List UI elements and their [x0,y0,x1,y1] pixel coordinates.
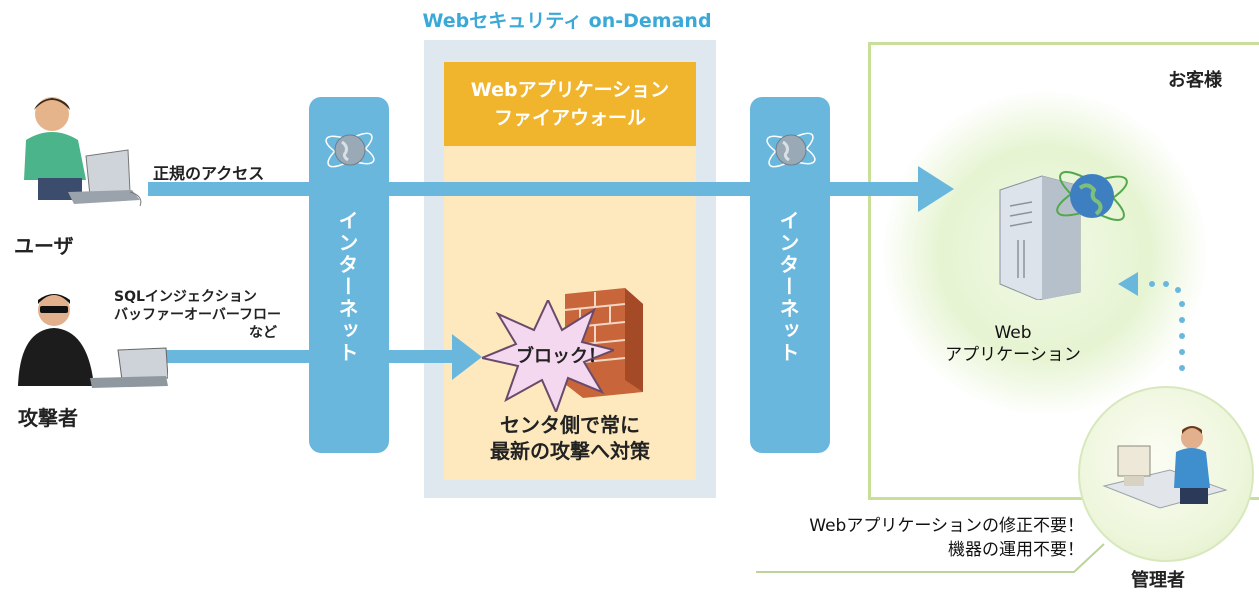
attack-type-buffer: バッファーオーバーフロー [114,307,282,323]
waf-caption: センタ側で常に 最新の攻撃へ対策 [444,412,696,464]
attack-arrow-head [452,334,482,380]
admin-note: Webアプリケーションの修正不要！ 機器の運用不要！ [758,514,1084,562]
admin-label: 管理者 [1131,570,1185,591]
waf-caption-line2: 最新の攻撃へ対策 [490,439,650,463]
internet-left-label: インターネット [335,210,359,364]
user-icon [24,97,142,207]
admin-icon [1102,426,1228,509]
attacker-icon [18,294,168,388]
attacker-label: 攻撃者 [18,406,78,430]
server-label-line2: アプリケーション [945,345,1081,365]
globe-icon [325,132,375,168]
waf-header-line2: ファイアウォール [493,107,646,129]
access-arrow-head [918,166,954,212]
attack-type-sql: SQLインジェクション [114,289,257,305]
globe-icon [766,132,816,168]
admin-note-line2: 機器の運用不要！ [948,540,1084,560]
access-label: 正規のアクセス [153,164,265,183]
server-label-line1: Web [994,323,1032,343]
block-label: ブロック！ [516,346,606,367]
admin-access-arrow [1118,272,1185,371]
waf-header: Webアプリケーション ファイアウォール [444,62,696,146]
internet-right-label: インターネット [776,210,800,364]
attack-types: SQLインジェクション バッファーオーバーフロー など [114,288,281,342]
admin-note-line1: Webアプリケーションの修正不要！ [809,516,1084,536]
server-icon [999,171,1128,300]
attack-type-etc: など [249,325,278,341]
user-label: ユーザ [14,234,74,258]
service-title: Webセキュリティ on-Demand [422,10,712,32]
customer-label: お客様 [1168,70,1222,91]
block-burst [482,300,614,412]
admin-note-underline [756,543,1105,573]
waf-caption-line1: センタ側で常に [500,413,640,437]
server-label: Web アプリケーション [940,322,1086,366]
waf-header-line1: Webアプリケーション [470,79,670,101]
